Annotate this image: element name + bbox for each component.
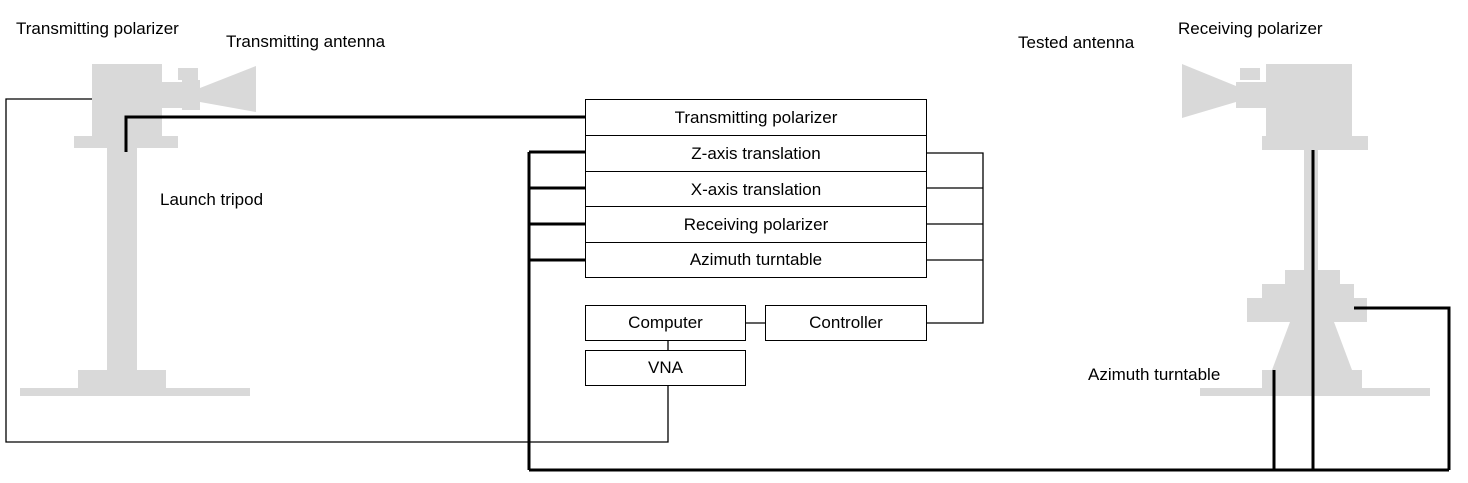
controller-box: Controller — [765, 305, 927, 341]
thin-cables — [5, 98, 984, 443]
azimuth-turntable-label: Azimuth turntable — [1088, 365, 1221, 384]
channel-azimuth-turntable: Azimuth turntable — [585, 242, 927, 278]
channel-transmitting-polarizer: Transmitting polarizer — [585, 99, 927, 136]
receiving-polarizer-label: Receiving polarizer — [1178, 19, 1323, 38]
channel-z-axis-translation: Z-axis translation — [585, 135, 927, 172]
thick-cables — [124, 115, 1451, 472]
computer-box: Computer — [585, 305, 746, 341]
vna-box: VNA — [585, 350, 746, 386]
transmitting-polarizer-label: Transmitting polarizer — [16, 19, 179, 38]
tested-antenna-shape — [1182, 64, 1368, 150]
transmitting-antenna-shape — [162, 66, 256, 112]
transmitting-antenna-label: Transmitting antenna — [226, 32, 386, 51]
channel-x-axis-translation: X-axis translation — [585, 171, 927, 208]
azimuth-turntable-shape — [1200, 150, 1430, 396]
channel-receiving-polarizer: Receiving polarizer — [585, 206, 927, 243]
tested-antenna-label: Tested antenna — [1018, 33, 1135, 52]
launch-tripod-shape — [20, 64, 250, 396]
launch-tripod-label: Launch tripod — [160, 190, 264, 209]
